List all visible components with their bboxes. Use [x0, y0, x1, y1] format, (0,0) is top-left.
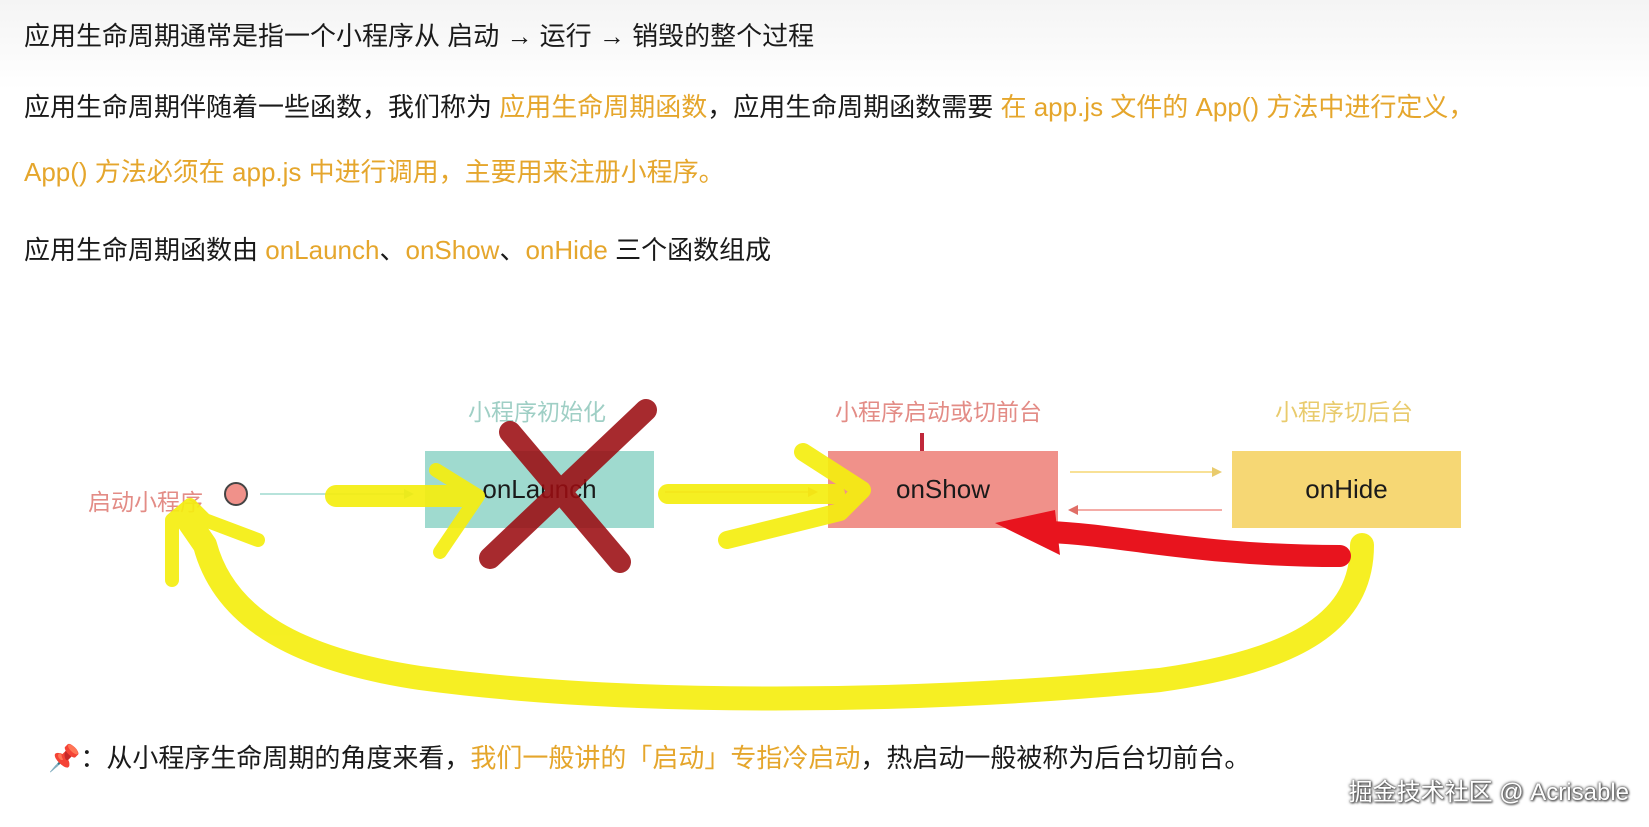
- app-method-text: App() 方法必须在 app.js 中进行调用，主要用来注册小程序。: [24, 157, 725, 187]
- caption-launch: 小程序初始化: [468, 399, 606, 425]
- caption-hide: 小程序切后台: [1275, 399, 1413, 425]
- definition-line: 应用生命周期伴随着一些函数，我们称为 应用生命周期函数，应用生命周期函数需要 在…: [24, 87, 1474, 124]
- onhide-label: onHide: [1305, 474, 1388, 504]
- intro-text: 应用生命周期通常是指一个小程序从 启动 → 运行 → 销毁的整个过程: [24, 21, 815, 51]
- intro-line: 应用生命周期通常是指一个小程序从 启动 → 运行 → 销毁的整个过程: [24, 16, 814, 53]
- note-text-b: ，热启动一般被称为后台切前台。: [860, 743, 1251, 773]
- app-method-line: App() 方法必须在 app.js 中进行调用，主要用来注册小程序。: [24, 152, 725, 189]
- onhide-box: onHide: [1232, 451, 1461, 528]
- note-text-a: ：从小程序生命周期的角度来看，: [80, 743, 471, 773]
- onlaunch-highlight: onLaunch: [265, 235, 380, 265]
- note-highlight: 我们一般讲的「启动」专指冷启动: [470, 743, 861, 773]
- arrow-show-to-hide-head: [1212, 467, 1222, 477]
- functions-line: 应用生命周期函数由 onLaunch、onShow、onHide 三个函数组成: [24, 230, 771, 267]
- onshow-highlight: onShow: [405, 235, 500, 265]
- functions-text-a: 应用生命周期函数由: [24, 235, 266, 265]
- top-shade: [0, 0, 1649, 90]
- show-tick-mark: [920, 433, 924, 451]
- separator-b: 、: [499, 235, 526, 265]
- definition-text-b: ，应用生命周期函数需要: [707, 92, 1001, 122]
- cross-mark: [479, 399, 657, 573]
- start-dot-icon: [224, 482, 248, 506]
- onhide-highlight: onHide: [525, 235, 608, 265]
- watermark: 掘金技术社区 @ Acrisable: [1348, 779, 1629, 806]
- pushpin-icon: 📌: [48, 743, 81, 773]
- definition-highlight-b: 在 app.js 文件的 App() 方法中进行定义，: [1000, 92, 1475, 122]
- onshow-label: onShow: [896, 474, 990, 504]
- arrow-hide-to-show-head: [1068, 505, 1078, 515]
- caption-show: 小程序启动或切前台: [835, 399, 1042, 425]
- definition-highlight-a: 应用生命周期函数: [499, 92, 708, 122]
- definition-text-a: 应用生命周期伴随着一些函数，我们称为: [24, 92, 500, 122]
- functions-text-b: 三个函数组成: [607, 235, 772, 265]
- note-line: 📌：从小程序生命周期的角度来看，我们一般讲的「启动」专指冷启动，热启动一般被称为…: [48, 738, 1250, 775]
- yellow-marker-strokes: [165, 443, 1374, 711]
- separator-a: 、: [379, 235, 406, 265]
- red-marker-arrow: [995, 510, 1351, 567]
